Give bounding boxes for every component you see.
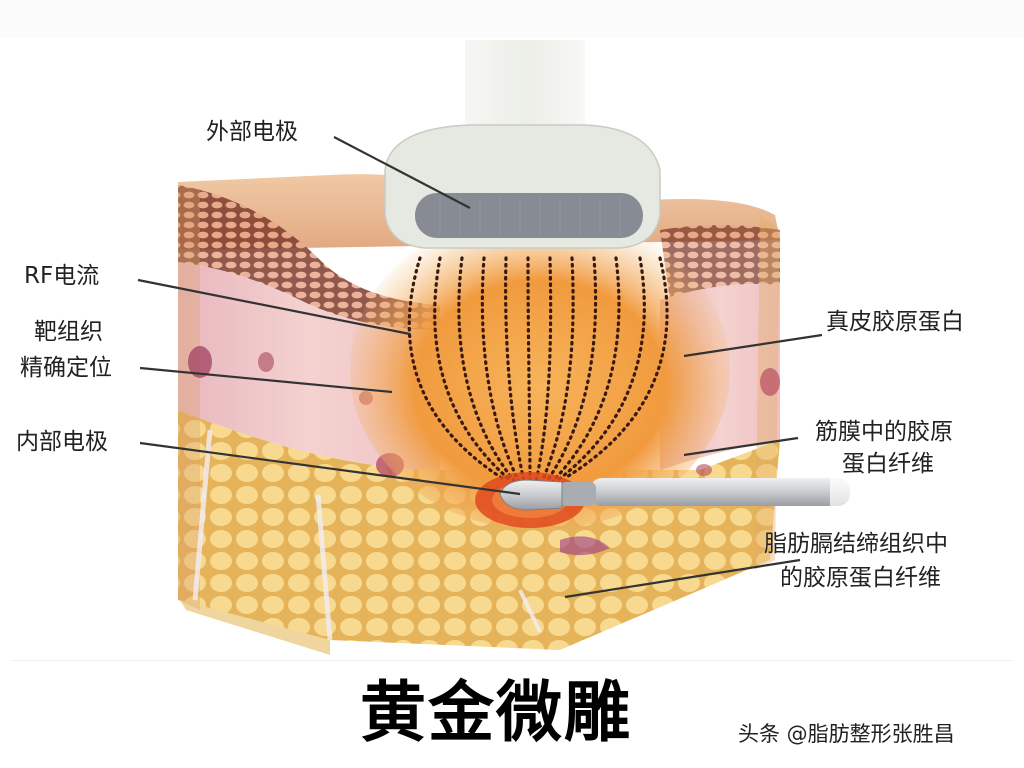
label-fat-septa-collagen-line1: 脂肪膈结缔组织中 [764, 531, 948, 557]
top-frame-band [0, 0, 1024, 38]
label-target-tissue-line1: 靶组织 [34, 319, 103, 345]
watermark: 头条 @脂肪整形张胜昌 [738, 722, 955, 746]
label-dermal-collagen: 真皮胶原蛋白 [826, 309, 964, 335]
external-electrode-handpiece [384, 40, 661, 249]
leader-internal-electrode [139, 441, 521, 496]
divider [12, 660, 1012, 661]
label-fat-septa-collagen-line2: 的胶原蛋白纤维 [780, 565, 941, 591]
leader-rf-current [137, 278, 411, 336]
leader-external-electrode [333, 136, 471, 209]
label-internal-electrode: 内部电极 [16, 429, 108, 455]
label-target-tissue-line2: 精确定位 [20, 355, 112, 381]
leader-dermal-collagen [683, 333, 823, 358]
diagram-title: 黄金微雕 [360, 673, 632, 751]
label-rf-current: RF电流 [24, 263, 100, 289]
internal-electrode-probe [499, 478, 870, 511]
leader-fascia-collagen [683, 436, 799, 457]
label-external-electrode: 外部电极 [206, 119, 298, 145]
label-target-tissue: 靶组织 [34, 318, 103, 347]
leader-target-tissue [139, 366, 393, 394]
leader-fat-septa-collagen [564, 558, 801, 599]
label-fascia-collagen-line1: 筋膜中的胶原 [815, 419, 953, 445]
label-fascia-collagen-line2: 蛋白纤维 [842, 451, 934, 477]
